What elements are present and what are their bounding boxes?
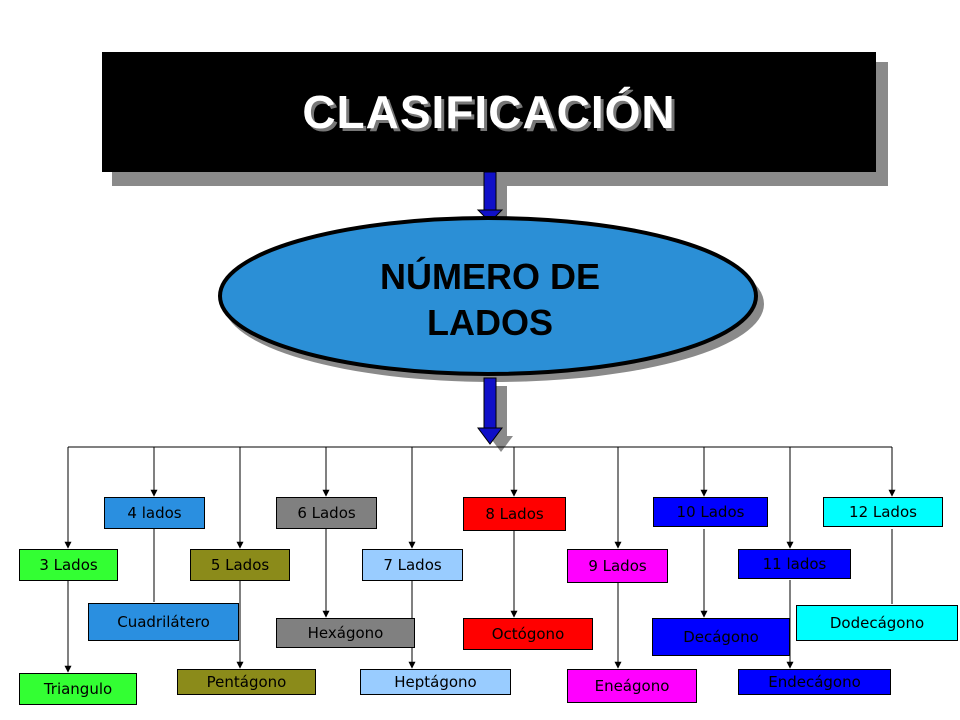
diagram-title: CLASIFICACIÓN bbox=[302, 86, 676, 138]
polygon-name-12: Dodecágono bbox=[796, 605, 958, 641]
arrow-shaft-shadow-bottom bbox=[495, 386, 507, 438]
center-node-text: NÚMERO DE LADOS bbox=[300, 250, 680, 350]
sides-label-11: 11 lados bbox=[738, 549, 851, 579]
title-box: CLASIFICACIÓN bbox=[102, 52, 876, 172]
arrow-head-top bbox=[476, 209, 504, 223]
arrow-head-shadow-bottom bbox=[489, 436, 513, 452]
arrow-head-bottom bbox=[477, 427, 503, 445]
sides-label-8: 8 Lados bbox=[463, 497, 566, 531]
sides-label-3: 3 Lados bbox=[19, 549, 118, 581]
sides-label-6: 6 Lados bbox=[276, 497, 377, 529]
arrow-shaft-bottom bbox=[483, 377, 497, 431]
polygon-name-10: Decágono bbox=[652, 618, 790, 656]
sides-label-7: 7 Lados bbox=[362, 549, 463, 581]
polygon-name-3: Triangulo bbox=[19, 673, 137, 705]
polygon-name-5: Pentágono bbox=[177, 669, 316, 695]
ellipse-number-of-sides bbox=[218, 216, 758, 376]
arrow-shaft-top bbox=[483, 171, 497, 213]
polygon-name-7: Heptágono bbox=[360, 669, 511, 695]
polygon-name-11: Endecágono bbox=[738, 669, 891, 695]
sides-label-5: 5 Lados bbox=[190, 549, 290, 581]
center-line-2: LADOS bbox=[427, 302, 553, 343]
center-line-1: NÚMERO DE bbox=[379, 256, 600, 297]
polygon-name-8: Octógono bbox=[463, 618, 593, 650]
sides-label-10: 10 Lados bbox=[653, 497, 768, 527]
polygon-name-9: Eneágono bbox=[567, 669, 697, 703]
polygon-name-4: Cuadrilátero bbox=[88, 603, 239, 641]
polygon-name-6: Hexágono bbox=[276, 618, 415, 648]
sides-label-4: 4 lados bbox=[104, 497, 205, 529]
sides-label-12: 12 Lados bbox=[823, 497, 943, 527]
sides-label-9: 9 Lados bbox=[567, 549, 668, 583]
